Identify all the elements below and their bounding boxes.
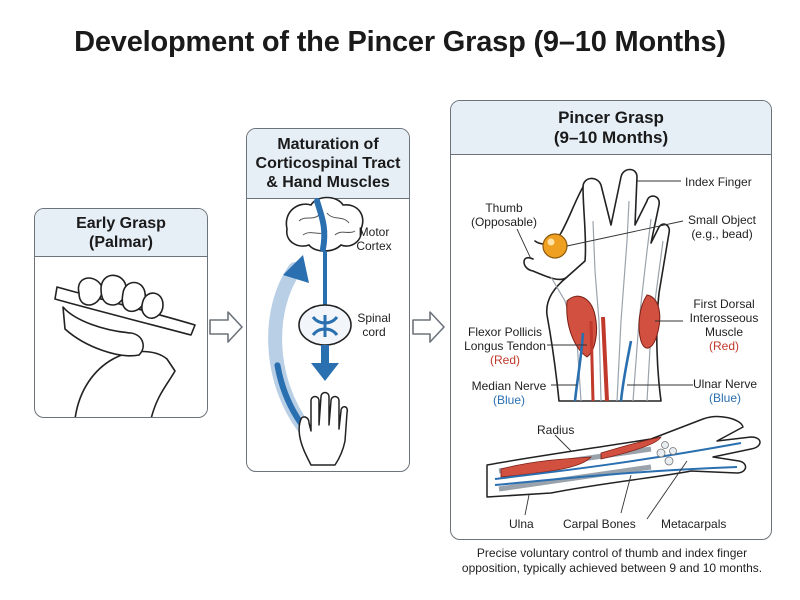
small-object-label-line2: (e.g., bead) xyxy=(691,227,753,241)
spinal-cord-label: Spinal cord xyxy=(351,311,397,339)
first-dorsal-interosseous-label: First Dorsal Interosseous Muscle (Red) xyxy=(679,297,769,353)
pincer-grasp-title-line2: (9–10 Months) xyxy=(553,127,669,147)
early-grasp-title-line1: Early Grasp xyxy=(76,214,166,232)
fpl-label-line2: Longus Tendon xyxy=(464,339,546,353)
ulnar-nerve-label-line1: Ulnar Nerve xyxy=(692,377,758,391)
arrow-up-icon xyxy=(283,255,309,283)
hand-icon xyxy=(298,391,349,466)
carpal-bones-label: Carpal Bones xyxy=(563,517,636,531)
metacarpals-label: Metacarpals xyxy=(661,517,727,531)
small-object-label: Small Object (e.g., bead) xyxy=(677,213,767,241)
arrow-right-icon xyxy=(209,311,243,343)
early-grasp-header: Early Grasp (Palmar) xyxy=(35,209,207,257)
fdi-label-line2: Interosseous xyxy=(689,311,759,325)
motor-cortex-label: Motor Cortex xyxy=(349,225,399,253)
index-finger-label: Index Finger xyxy=(685,175,752,189)
fdi-label-color: (Red) xyxy=(708,339,739,353)
ulna-label: Ulna xyxy=(509,517,534,531)
caption-line1: Precise voluntary control of thumb and i… xyxy=(476,546,748,560)
thumb-label-line1: Thumb xyxy=(485,201,523,215)
maturation-title-line3: & Hand Muscles xyxy=(266,174,390,191)
pincer-grasp-header: Pincer Grasp (9–10 Months) xyxy=(451,101,771,155)
page-title: Development of the Pincer Grasp (9–10 Mo… xyxy=(74,26,726,58)
pincer-grasp-title-line1: Pincer Grasp xyxy=(558,107,664,127)
caption: Precise voluntary control of thumb and i… xyxy=(440,546,784,576)
thumb-label: Thumb (Opposable) xyxy=(465,201,543,229)
forearm-illustration xyxy=(486,415,761,498)
median-nerve-label-line1: Median Nerve xyxy=(471,379,547,393)
brain-icon xyxy=(285,196,364,252)
maturation-title-line1: Maturation of xyxy=(277,136,379,153)
median-nerve-label: Median Nerve (Blue) xyxy=(465,379,553,407)
maturation-panel: Maturation of Corticospinal Tract & Hand… xyxy=(246,128,410,472)
pincer-grasp-panel: Pincer Grasp (9–10 Months) xyxy=(450,100,772,540)
spinal-cord-label-line2: cord xyxy=(362,325,386,339)
bead-icon xyxy=(542,233,568,259)
corticospinal-illustration xyxy=(268,196,364,466)
median-nerve-label-color: (Blue) xyxy=(492,393,525,407)
motor-cortex-label-line1: Motor xyxy=(358,225,390,239)
maturation-title-line2: Corticospinal Tract xyxy=(255,155,401,172)
fpl-label-line1: Flexor Pollicis xyxy=(467,325,542,339)
radius-label: Radius xyxy=(537,423,575,437)
ulnar-nerve-label: Ulnar Nerve (Blue) xyxy=(685,377,765,405)
spinal-cord-label-line1: Spinal xyxy=(357,311,391,325)
fdi-label-line1: First Dorsal xyxy=(693,297,755,311)
fdi-label-line3: Muscle xyxy=(704,325,743,339)
flexor-pollicis-label: Flexor Pollicis Longus Tendon (Red) xyxy=(457,325,553,367)
arrow-down-icon xyxy=(311,363,339,381)
palmar-grasp-illustration xyxy=(54,274,196,417)
early-grasp-panel: Early Grasp (Palmar) xyxy=(34,208,208,418)
early-grasp-title-line2: (Palmar) xyxy=(88,233,154,251)
fpl-label-color: (Red) xyxy=(489,353,520,367)
spinal-cord-icon xyxy=(298,304,352,346)
motor-cortex-label-line2: Cortex xyxy=(356,239,392,253)
arrow-right-icon xyxy=(412,311,445,343)
caption-line2: opposition, typically achieved between 9… xyxy=(461,561,763,575)
ulnar-nerve-label-color: (Blue) xyxy=(708,391,741,405)
thumb-label-line2: (Opposable) xyxy=(470,215,538,229)
pincer-hand-illustration xyxy=(486,168,761,520)
small-object-label-line1: Small Object xyxy=(687,213,757,227)
